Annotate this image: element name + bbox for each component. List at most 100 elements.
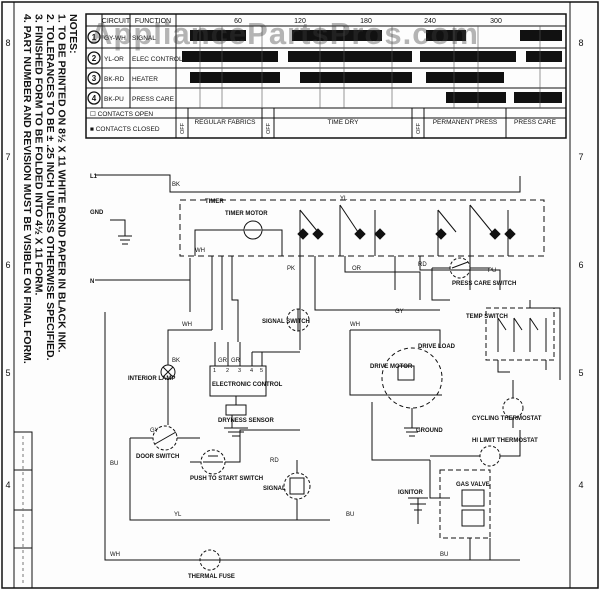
edge-number: 7 (5, 152, 10, 162)
wire-tag: RD (418, 262, 427, 268)
row-function: ELEC CONTROL (132, 56, 183, 63)
ignitor-label: IGNITOR (398, 490, 424, 496)
note-line: 2. TOLERANCES TO BE ± .25 INCH UNLESS OT… (44, 14, 56, 361)
thermal-fuse-symbol (199, 549, 221, 571)
edge-number: 4 (578, 480, 583, 490)
gnd-label: GND (90, 210, 104, 216)
row-wire: YL-OR (104, 56, 124, 63)
l1-label: L1 (90, 174, 98, 180)
temp-switch-box (485, 307, 555, 361)
right-edge-numbers: 8 7 6 5 4 (578, 38, 583, 490)
pin-number: 4 (250, 368, 253, 374)
off-label: OFF (266, 122, 272, 134)
row-wire: BK-RD (104, 76, 125, 83)
row-number: 1 (92, 33, 97, 42)
edge-number: 6 (578, 260, 583, 270)
edge-number: 7 (578, 152, 583, 162)
title-block-strip (13, 431, 33, 589)
electronic-control-label: ELECTRONIC CONTROL (212, 382, 283, 388)
edge-number: 5 (5, 368, 10, 378)
edge-number: 6 (5, 260, 10, 270)
wire-tag: GR (218, 358, 228, 364)
wire-tag: GR (231, 358, 241, 364)
row-function: SIGNAL (132, 35, 156, 42)
press-care-switch-label: PRESS CARE SWITCH (452, 281, 516, 287)
circuit-header: CIRCUIT (102, 18, 131, 25)
hi-limit-thermostat-symbol (479, 445, 501, 467)
pin-number: 3 (238, 368, 241, 374)
pin-number: 1 (213, 368, 216, 374)
legend-open: ☐ CONTACTS OPEN (90, 110, 153, 118)
row-number: 2 (92, 54, 97, 63)
gas-valve-box (439, 469, 491, 539)
drive-load-label: DRIVE LOAD (418, 344, 456, 350)
n-label: N (90, 279, 94, 285)
timer-motor-label: TIMER MOTOR (225, 211, 268, 217)
timer-label: TIMER (205, 199, 224, 205)
temp-switch-label: TEMP SWITCH (466, 314, 508, 320)
wire-tag: PK (287, 266, 295, 272)
dryness-sensor-label: DRYNESS SENSOR (218, 418, 274, 424)
gas-valve-label: GAS VALVE (456, 482, 490, 488)
cycle-label: PERMANENT PRESS (433, 119, 498, 126)
pin-number: 5 (260, 368, 263, 374)
watermark: AppliancePartsPros.com (90, 16, 479, 51)
cycling-thermostat-label: CYCLING THERMOSTAT (472, 416, 542, 422)
interior-lamp-label: INTERIOR LAMP (128, 376, 175, 382)
electronic-control-box (209, 365, 267, 397)
left-edge-numbers: 8 7 6 5 4 (5, 38, 10, 490)
wire-tag: GY (395, 309, 404, 315)
edge-number: 5 (578, 368, 583, 378)
note-line: 1. TO BE PRINTED ON 8½ X 11 WHITE BOND P… (56, 14, 68, 353)
note-line: 3. FINISHED FORM TO BE FOLDED INTO 4½ X … (33, 14, 45, 295)
notes-block: NOTES: 1. TO BE PRINTED ON 8½ X 11 WHITE… (21, 14, 79, 364)
wire-tag: OR (352, 266, 362, 272)
row-function: HEATER (132, 76, 158, 83)
push-to-start-label: PUSH TO START SWITCH (190, 476, 263, 482)
cycling-thermostat-symbol (502, 397, 524, 419)
ground-label: GROUND (416, 428, 443, 434)
timer-box (179, 199, 545, 257)
wire-tag: YL (340, 196, 348, 202)
wire-tag: RD (270, 458, 279, 464)
component-labels: TIMER TIMER MOTOR GND L1 N INTERIOR LAMP… (90, 174, 542, 580)
signal-switch-label: SIGNAL SWITCH (262, 319, 310, 325)
dryness-sensor-box (225, 404, 247, 416)
door-switch-label: DOOR SWITCH (136, 454, 179, 460)
off-label: OFF (416, 122, 422, 134)
signal-label: SIGNAL (263, 486, 286, 492)
wire-tag: BU (440, 552, 448, 558)
time-tick: 120 (294, 18, 306, 25)
hi-limit-thermostat-label: HI LIMIT THERMOSTAT (472, 438, 538, 444)
timer-sequence-chart: CIRCUIT FUNCTION 60 120 180 240 300 1 2 … (85, 13, 567, 139)
time-tick: 300 (490, 18, 502, 25)
cycle-label: TIME DRY (328, 119, 360, 126)
function-header: FUNCTION (135, 18, 171, 25)
wire-color-tags: BK WH YL OR PK RD BU GY PU GR GR BK RD W… (110, 182, 496, 558)
time-tick: 240 (424, 18, 436, 25)
legend-closed: ■ CONTACTS CLOSED (90, 126, 160, 133)
wire-tag: PU (488, 268, 496, 274)
edge-number: 8 (5, 38, 10, 48)
cycle-label: PRESS CARE (514, 119, 557, 126)
time-tick: 60 (234, 18, 242, 25)
wire-tag: YL (174, 512, 182, 518)
wire-tag: BU (346, 512, 354, 518)
row-number-circles (87, 30, 101, 105)
wire-tag: WH (110, 552, 120, 558)
control-pins: 1 2 3 4 5 (213, 368, 263, 374)
cam-contact-diamonds (297, 228, 516, 240)
signal-buzzer-symbol (283, 472, 311, 500)
row-wire: GY-WH (104, 35, 126, 42)
wire-tag: GY (150, 428, 159, 434)
row-number: 3 (92, 74, 97, 83)
drive-motor-label: DRIVE MOTOR (370, 364, 413, 370)
pin-number: 2 (226, 368, 229, 374)
off-label: OFF (180, 122, 186, 134)
wire-tag: WH (350, 322, 360, 328)
row-number: 4 (92, 94, 97, 103)
thermal-fuse-label: THERMAL FUSE (188, 574, 235, 580)
wire-tag: BK (172, 358, 180, 364)
